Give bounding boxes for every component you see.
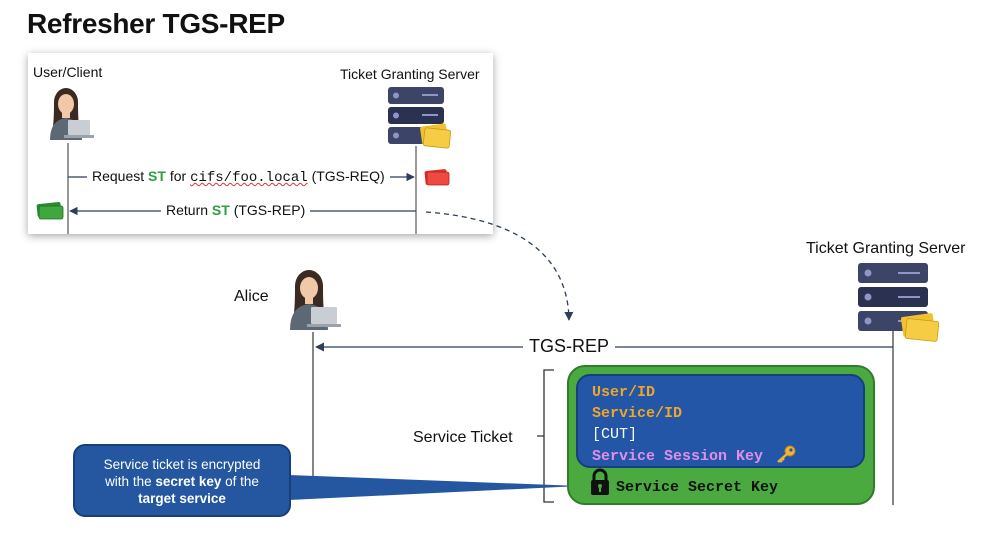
alice-label: Alice <box>234 288 269 305</box>
inset-request-label: Request ST for cifs/foo.local (TGS-REQ) <box>87 168 390 186</box>
encryption-callout: Service ticket is encrypted with the sec… <box>73 444 291 517</box>
inset-client-label: User/Client <box>33 64 103 80</box>
ticket-field-service-id: Service/ID <box>592 405 683 422</box>
ticket-icon <box>424 169 450 186</box>
ticket-icon <box>420 123 452 149</box>
inset-server-label: Ticket Granting Server <box>340 66 480 82</box>
service-ticket-inner: User/ID Service/ID [CUT] Service Session… <box>576 374 865 468</box>
dashed-connector-arrow <box>425 211 574 321</box>
inset-reply-label: Return ST (TGS-REP) <box>161 202 311 218</box>
padlock-icon <box>591 468 609 495</box>
page-title: Refresher TGS-REP <box>27 8 285 39</box>
ticket-icon <box>901 313 940 342</box>
ticket-field-cut: [CUT] <box>592 426 638 443</box>
server-rack-icon <box>388 87 452 149</box>
user-laptop-icon <box>50 88 94 140</box>
service-secret-key-label: Service Secret Key <box>616 479 779 496</box>
ticket-field-session-key-row: Service Session Key <box>592 445 863 467</box>
key-icon <box>777 445 796 463</box>
service-ticket-label: Service Ticket <box>413 429 513 446</box>
server-rack-icon <box>858 263 940 342</box>
ticket-field-user-id: User/ID <box>592 384 656 401</box>
ticket-field-session-key: Service Session Key <box>592 448 764 465</box>
tgs-rep-label: TGS-REP <box>523 336 616 357</box>
callout-pointer <box>289 475 580 500</box>
service-ticket-bracket <box>537 369 554 503</box>
tgs-label: Ticket Granting Server <box>806 240 966 257</box>
ticket-icon <box>36 201 64 220</box>
user-laptop-icon <box>290 270 341 330</box>
